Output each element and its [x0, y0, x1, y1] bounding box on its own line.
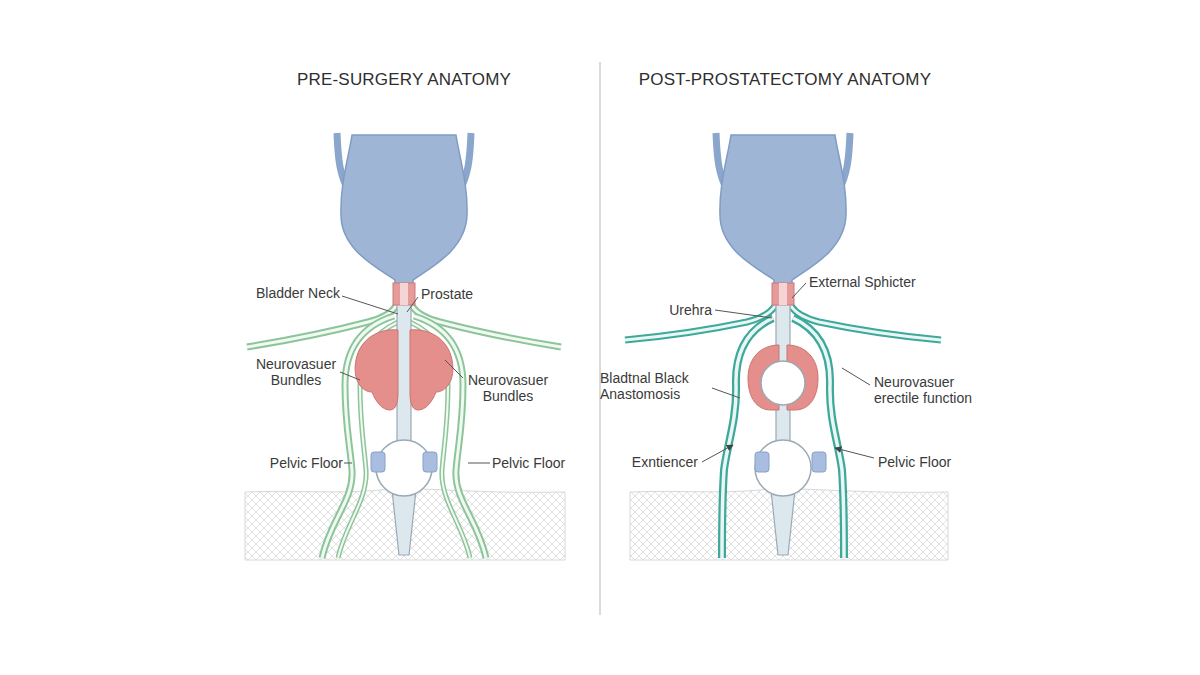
sphincter-band — [779, 283, 787, 305]
neurovascular-bundle — [791, 306, 941, 558]
part-label: External Sphicter — [809, 274, 969, 290]
prostate-lobe — [355, 330, 398, 410]
sphincter-band — [400, 283, 408, 305]
pelvic-floor-block — [755, 452, 769, 472]
leader-line — [702, 283, 874, 462]
part-label: Neurovasuer erectile function — [874, 374, 994, 406]
pre-surgery-panel — [245, 133, 565, 560]
pelvic-floor-block — [371, 452, 385, 472]
part-label: Bladtnal Black Anastomosis — [600, 370, 712, 402]
part-label: Neurovasuer Bundles — [246, 356, 346, 388]
urethra — [392, 490, 416, 555]
part-label: Neurovasuer Bundles — [458, 372, 558, 404]
anastomosis-ring — [761, 361, 805, 405]
panel-divider — [600, 62, 601, 615]
bladder — [341, 135, 467, 290]
part-label: Prostate — [421, 286, 571, 302]
neurovascular-bundle — [410, 306, 561, 558]
neurovascular-bundle — [247, 306, 398, 558]
neurovascular-bundle — [625, 306, 775, 558]
urethra — [397, 288, 411, 444]
panel-heading: POST-PROSTATECTOMY ANATOMY — [605, 70, 965, 90]
part-label: Pelvic Floor — [878, 454, 1028, 470]
tissue-hatch — [630, 489, 948, 560]
tissue-hatch — [245, 489, 565, 560]
sphincter-band — [393, 283, 415, 305]
pelvic-floor-block — [812, 452, 826, 472]
leader-line — [340, 296, 490, 463]
sphincter-band — [772, 283, 794, 305]
panel-heading: PRE-SURGERY ANATOMY — [244, 70, 564, 90]
part-label: Exntiencer — [578, 454, 698, 470]
post-surgery-panel — [625, 133, 948, 560]
pelvic-floor-block — [423, 452, 437, 472]
urethra — [771, 490, 795, 555]
prostate-lobe — [410, 330, 453, 410]
bladder — [720, 135, 846, 290]
part-label: Urehra — [592, 302, 712, 318]
part-label: Pelvic Floor — [492, 455, 642, 471]
part-label: Pelvic Floor — [193, 455, 343, 471]
urethral-bulb — [755, 440, 811, 496]
part-label: Bladder Neck — [190, 285, 340, 301]
